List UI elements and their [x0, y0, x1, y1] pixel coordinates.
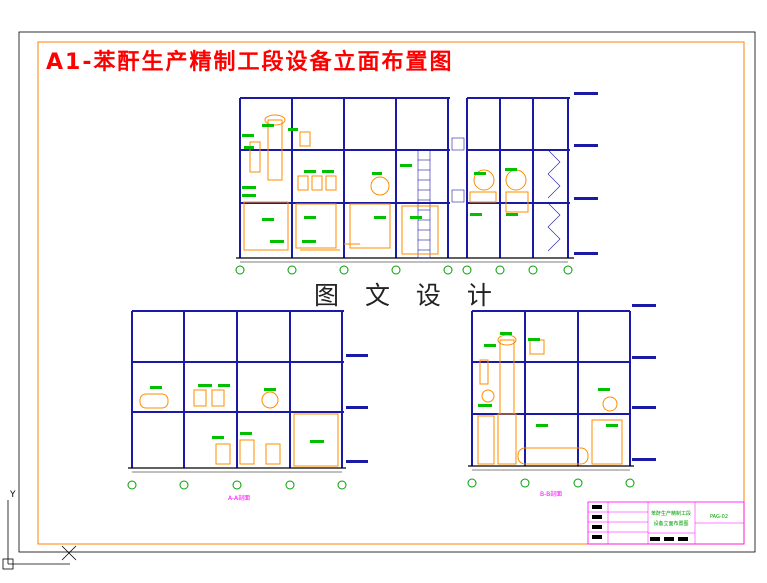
equipment-labels	[478, 332, 618, 427]
equipment	[139, 389, 339, 467]
equipment-labels	[150, 384, 324, 443]
ucs-y-label: Y	[9, 490, 16, 500]
equipment-labels	[242, 124, 518, 243]
elevation-bottom-left: A-A剖面	[127, 310, 368, 502]
equipment	[243, 114, 529, 255]
axis-bubbles	[235, 265, 573, 275]
title-block-drawing-no: PAG-02	[710, 514, 728, 520]
structure-grid	[131, 310, 344, 468]
axis-bubbles	[467, 478, 635, 488]
title-block-line2: 设备立面布置图	[653, 520, 688, 527]
structure-grid	[239, 97, 570, 258]
title-block-line1: 苯酐生产精制工段	[651, 510, 691, 517]
ucs-icon	[2, 500, 77, 570]
elevation-top	[235, 92, 598, 275]
level-marks	[574, 92, 598, 255]
equipment	[477, 334, 623, 465]
level-marks	[346, 354, 368, 463]
watermark-text: 图 文 设 计	[314, 281, 501, 310]
drawing-title: A1-苯酐生产精制工段设备立面布置图	[46, 50, 454, 75]
title-block: 苯酐生产精制工段 设备立面布置图 PAG-02	[587, 501, 745, 545]
level-marks	[632, 304, 656, 461]
sheet-outer-border	[18, 31, 756, 553]
section-caption-left: A-A剖面	[228, 494, 250, 502]
section-caption-right: B-B剖面	[540, 490, 562, 498]
stair	[417, 137, 561, 259]
elevation-bottom-right: B-B剖面	[467, 304, 656, 498]
axis-bubbles	[127, 480, 347, 490]
drawing-frame	[37, 41, 745, 545]
